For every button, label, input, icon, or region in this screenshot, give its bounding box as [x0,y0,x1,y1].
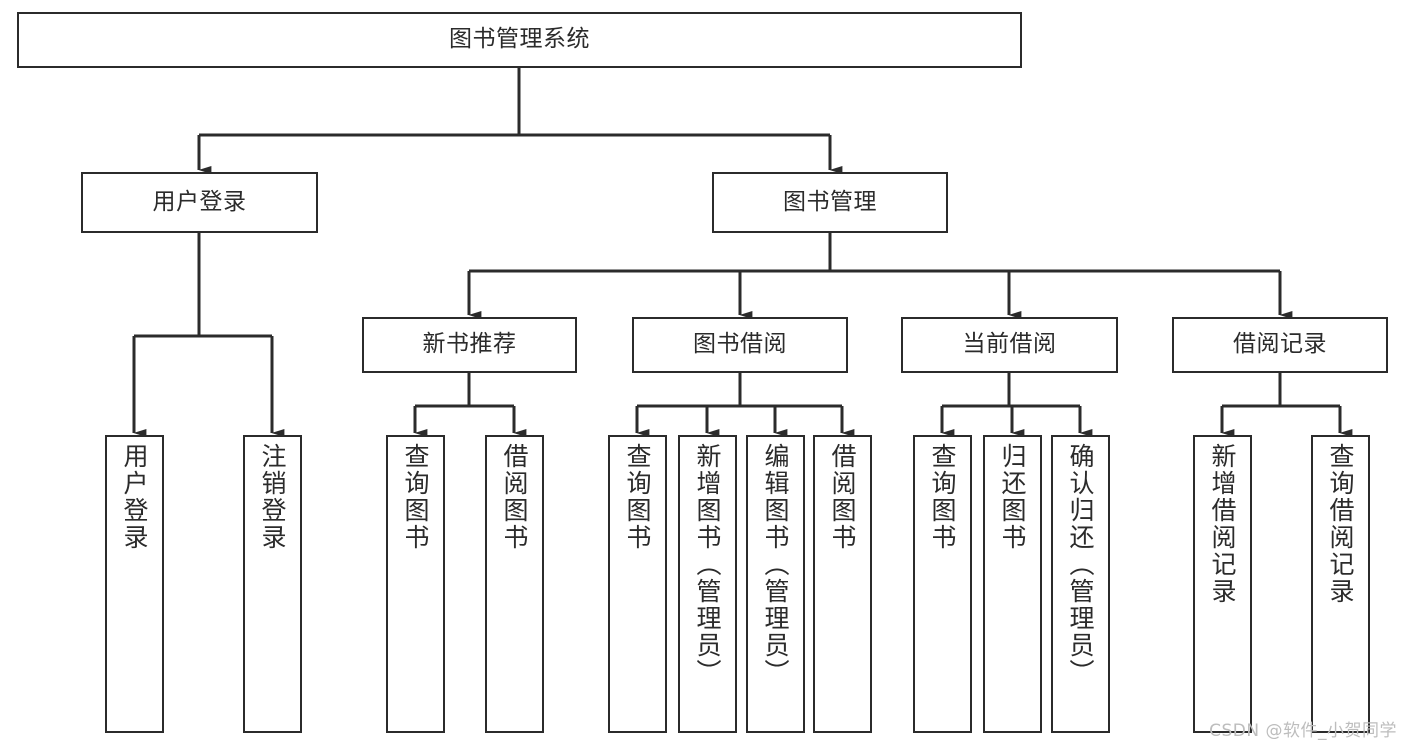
node-leaf-user-login[interactable]: 用户登录 [105,435,164,733]
node-leaf-borrow-book-1[interactable]: 借阅图书 [485,435,544,733]
node-leaf-confirm-return-admin-label: 确认归还（管理员） [1066,443,1095,686]
node-root-system[interactable]: 图书管理系统 [17,12,1022,68]
node-leaf-return-book-label: 归还图书 [998,443,1027,551]
node-borrow-record[interactable]: 借阅记录 [1172,317,1388,373]
node-leaf-query-book-2-label: 查询图书 [623,443,652,551]
node-book-management-label: 图书管理 [783,188,877,215]
node-leaf-add-book-admin-label: 新增图书（管理员） [693,443,722,686]
csdn-watermark: CSDN @软件_小贺同学 [1209,721,1397,741]
node-leaf-user-login-label: 用户登录 [120,443,149,551]
node-borrow-record-label: 借阅记录 [1233,331,1327,358]
node-user-login[interactable]: 用户登录 [81,172,318,233]
node-leaf-query-book-1[interactable]: 查询图书 [386,435,445,733]
node-book-borrow[interactable]: 图书借阅 [632,317,848,373]
node-user-login-label: 用户登录 [152,188,247,215]
node-leaf-query-book-1-label: 查询图书 [401,443,430,551]
node-leaf-borrow-book-2-label: 借阅图书 [828,443,857,551]
node-leaf-add-borrow-record-label: 新增借阅记录 [1208,443,1237,605]
node-leaf-logout-login[interactable]: 注销登录 [243,435,302,733]
node-leaf-confirm-return-admin[interactable]: 确认归还（管理员） [1051,435,1110,733]
node-leaf-query-book-3[interactable]: 查询图书 [913,435,972,733]
node-leaf-add-borrow-record[interactable]: 新增借阅记录 [1193,435,1252,733]
node-leaf-query-borrow-record[interactable]: 查询借阅记录 [1311,435,1370,733]
node-leaf-edit-book-admin-label: 编辑图书（管理员） [761,443,790,686]
node-current-borrow-label: 当前借阅 [962,331,1057,358]
node-leaf-edit-book-admin[interactable]: 编辑图书（管理员） [746,435,805,733]
node-root-system-label: 图书管理系统 [449,26,590,53]
node-book-borrow-label: 图书借阅 [693,331,787,358]
node-leaf-add-book-admin[interactable]: 新增图书（管理员） [678,435,737,733]
node-leaf-borrow-book-2[interactable]: 借阅图书 [813,435,872,733]
node-leaf-query-borrow-record-label: 查询借阅记录 [1326,443,1355,605]
node-new-book-recommend[interactable]: 新书推荐 [362,317,577,373]
node-current-borrow[interactable]: 当前借阅 [901,317,1118,373]
node-new-book-recommend-label: 新书推荐 [422,331,517,358]
node-leaf-return-book[interactable]: 归还图书 [983,435,1042,733]
node-leaf-logout-login-label: 注销登录 [258,443,287,551]
node-book-management[interactable]: 图书管理 [712,172,948,233]
node-leaf-borrow-book-1-label: 借阅图书 [500,443,529,551]
node-leaf-query-book-3-label: 查询图书 [928,443,957,551]
node-leaf-query-book-2[interactable]: 查询图书 [608,435,667,733]
